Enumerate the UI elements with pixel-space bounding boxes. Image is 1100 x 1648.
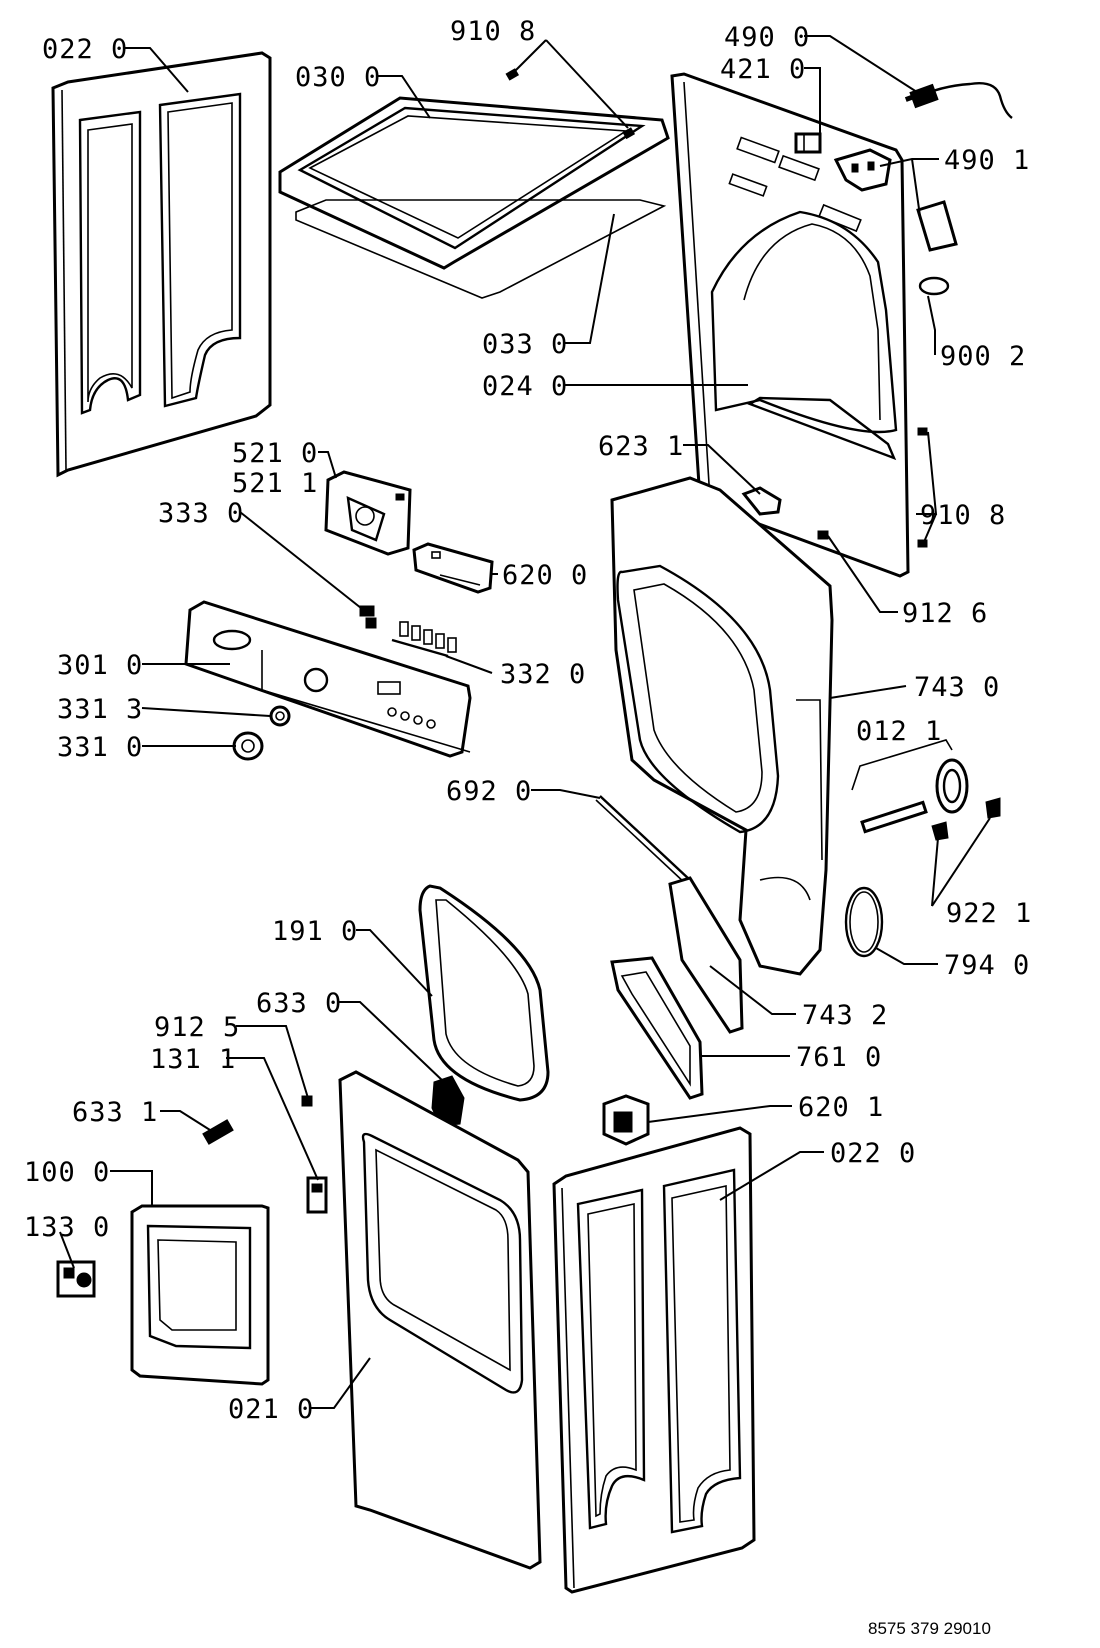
label-633-0: 633 0 <box>256 988 342 1019</box>
label-131-1: 131 1 <box>150 1044 236 1075</box>
label-191-0: 191 0 <box>272 916 358 947</box>
label-421-0: 421 0 <box>720 54 806 85</box>
screw-910-8-right <box>917 427 928 548</box>
clip-922-1 <box>931 797 1001 841</box>
label-922-1: 922 1 <box>946 898 1032 929</box>
part-333-0 <box>359 605 377 629</box>
drum-shaft-and-wheel <box>851 739 969 834</box>
label-133-0: 133 0 <box>24 1212 110 1243</box>
label-761-0: 761 0 <box>796 1042 882 1073</box>
label-022-0-bottom: 022 0 <box>830 1138 916 1169</box>
insulation-plate <box>916 200 958 252</box>
label-022-0-top: 022 0 <box>42 34 128 65</box>
drum-support <box>610 476 834 976</box>
label-521-1: 521 1 <box>232 468 318 499</box>
knob <box>232 731 264 761</box>
label-910-8-top: 910 8 <box>450 16 536 47</box>
door-frame <box>130 1204 270 1386</box>
label-490-0: 490 0 <box>724 22 810 53</box>
part-421-0 <box>794 132 822 154</box>
power-cord <box>904 82 1013 119</box>
part-743-2 <box>668 876 744 1034</box>
label-301-0: 301 0 <box>57 650 143 681</box>
front-panel <box>338 1070 542 1570</box>
top-cover <box>278 96 670 270</box>
label-033-0: 033 0 <box>482 329 568 360</box>
document-number: 8575 379 29010 <box>868 1619 991 1638</box>
cable-clamp <box>918 276 950 296</box>
label-024-0: 024 0 <box>482 371 568 402</box>
label-100-0: 100 0 <box>24 1157 110 1188</box>
label-912-6: 912 6 <box>902 598 988 629</box>
label-012-1: 012 1 <box>856 716 942 747</box>
side-panel-right <box>552 1126 756 1594</box>
label-743-0: 743 0 <box>914 672 1000 703</box>
label-333-0: 333 0 <box>158 498 244 529</box>
label-794-0: 794 0 <box>944 950 1030 981</box>
side-panel-left <box>51 51 272 478</box>
label-623-1: 623 1 <box>598 431 684 462</box>
label-331-0: 331 0 <box>57 732 143 763</box>
label-021-0: 021 0 <box>228 1394 314 1425</box>
drive-belt <box>844 886 884 958</box>
screw-912-6 <box>817 530 829 540</box>
callout-labels: 022 0 030 0 910 8 490 0 421 0 490 1 900 … <box>24 16 1032 1638</box>
label-331-3: 331 3 <box>57 694 143 725</box>
label-332-0: 332 0 <box>500 659 586 690</box>
part-131-1 <box>306 1176 328 1214</box>
label-900-2: 900 2 <box>940 341 1026 372</box>
label-692-0: 692 0 <box>446 776 532 807</box>
part-620-1 <box>602 1094 650 1146</box>
part-133-0 <box>56 1260 96 1298</box>
door-lock <box>431 1075 465 1127</box>
label-620-1: 620 1 <box>798 1092 884 1123</box>
cover-plate <box>295 199 667 299</box>
label-620-0: 620 0 <box>502 560 588 591</box>
label-030-0: 030 0 <box>295 62 381 93</box>
label-521-0: 521 0 <box>232 438 318 469</box>
control-board <box>324 470 412 556</box>
push-buttons <box>391 621 457 658</box>
label-490-1: 490 1 <box>944 145 1030 176</box>
back-panel <box>670 72 910 578</box>
label-912-5: 912 5 <box>154 1012 240 1043</box>
label-910-8-right: 910 8 <box>920 500 1006 531</box>
part-692-0 <box>595 795 691 885</box>
terminal-block <box>833 148 892 192</box>
part-633-1 <box>202 1119 234 1145</box>
label-743-2: 743 2 <box>802 1000 888 1031</box>
label-633-1: 633 1 <box>72 1097 158 1128</box>
door-seal <box>418 884 550 1102</box>
control-panel <box>184 600 472 758</box>
pcb-620-0 <box>412 542 494 594</box>
knob-insert <box>269 705 291 727</box>
leader-lines <box>59 35 991 1409</box>
part-623-1 <box>741 486 782 516</box>
filter-housing <box>610 956 704 1100</box>
